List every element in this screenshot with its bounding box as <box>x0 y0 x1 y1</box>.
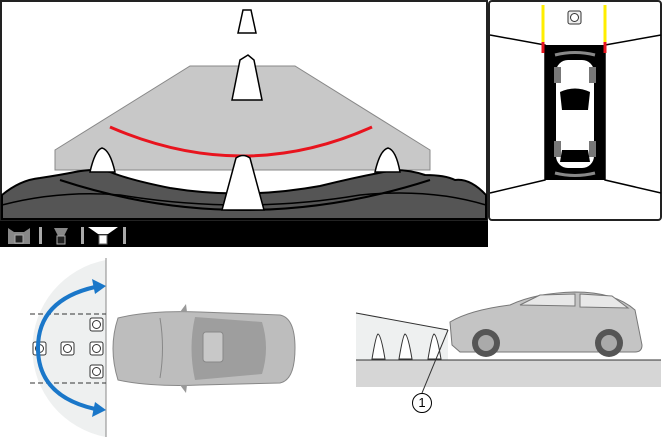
car-top-image <box>112 304 296 393</box>
sweep-arrow <box>35 285 96 411</box>
top-down-coverage-illustration <box>30 258 296 437</box>
front-view-icon[interactable] <box>54 228 68 245</box>
callout-label: 1 <box>412 393 432 413</box>
arrow-head-icon <box>92 279 106 294</box>
side-view-illustration <box>355 291 661 394</box>
arrow-head-icon <box>92 402 106 417</box>
cone-icon <box>89 9 401 211</box>
wide-view-icon[interactable] <box>8 228 30 244</box>
car-side-image <box>449 291 643 357</box>
ground <box>356 360 661 387</box>
cone-top-icon <box>567 10 582 25</box>
cone-top-icon <box>32 317 104 379</box>
car-top-icon <box>554 51 596 177</box>
road-area <box>54 65 431 171</box>
cone-side-icon <box>371 333 442 360</box>
top-view-panel <box>488 0 662 221</box>
callout-leader <box>421 329 449 394</box>
view-mode-bar <box>0 221 488 247</box>
front-camera-view <box>0 0 488 221</box>
top-view-icon[interactable] <box>88 227 118 245</box>
